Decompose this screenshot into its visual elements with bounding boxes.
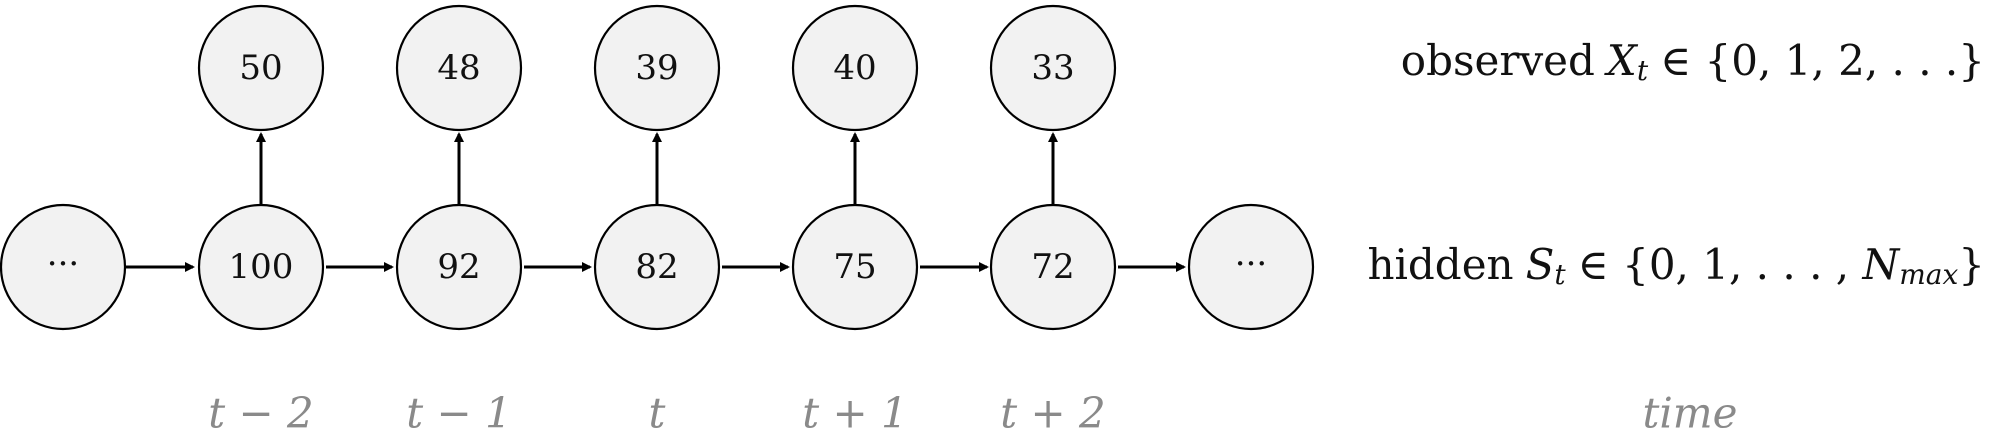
time-label: t − 2 bbox=[208, 389, 314, 433]
time-label: t − 1 bbox=[406, 389, 512, 433]
hidden-node-value: 92 bbox=[437, 247, 480, 287]
observed-node-value: 40 bbox=[833, 48, 876, 88]
hidden-node-value: 72 bbox=[1031, 247, 1074, 287]
hidden-nodes: ··· 100 92 82 75 72 ··· bbox=[0, 203, 1315, 331]
hidden-node-value: 100 bbox=[229, 247, 294, 287]
ellipsis-text: ··· bbox=[47, 244, 79, 284]
time-label: t + 1 bbox=[802, 389, 908, 433]
hidden-node: 100 bbox=[197, 203, 325, 331]
hidden-row-label: hidden St ∈ {0, 1, . . . , Nmax} bbox=[1367, 240, 1985, 291]
observed-node-value: 48 bbox=[437, 48, 480, 88]
observed-node: 50 bbox=[197, 4, 325, 132]
hidden-symbol: S bbox=[1526, 240, 1555, 289]
hidden-set-subscript: max bbox=[1899, 258, 1958, 291]
hidden-set-suffix: } bbox=[1958, 240, 1985, 289]
ellipsis-text: ··· bbox=[1235, 244, 1267, 284]
hidden-set-symbol: N bbox=[1861, 240, 1900, 289]
hidden-set-prefix: ∈ {0, 1, . . . , bbox=[1578, 240, 1863, 289]
time-label: t bbox=[649, 389, 666, 433]
hidden-word: hidden bbox=[1367, 240, 1513, 289]
time-label: t + 2 bbox=[1000, 389, 1106, 433]
observed-node: 33 bbox=[989, 4, 1117, 132]
hidden-node: 75 bbox=[791, 203, 919, 331]
hidden-node: 82 bbox=[593, 203, 721, 331]
emission-edges bbox=[256, 132, 1058, 205]
hidden-node: 72 bbox=[989, 203, 1117, 331]
hidden-node-ellipsis-right: ··· bbox=[1187, 203, 1315, 331]
time-axis-label: time bbox=[1643, 389, 1738, 433]
observed-node-value: 50 bbox=[239, 48, 282, 88]
observed-subscript: t bbox=[1637, 54, 1649, 87]
observed-nodes: 50 48 39 40 33 bbox=[197, 4, 1117, 132]
observed-node-value: 39 bbox=[635, 48, 678, 88]
observed-node: 39 bbox=[593, 4, 721, 132]
hidden-node-value: 82 bbox=[635, 247, 678, 287]
observed-symbol: X bbox=[1604, 36, 1639, 85]
observed-word: observed bbox=[1401, 36, 1595, 85]
time-labels: t − 2 t − 1 t t + 1 t + 2 time bbox=[208, 389, 1737, 433]
observed-node: 48 bbox=[395, 4, 523, 132]
hidden-node: 92 bbox=[395, 203, 523, 331]
hidden-subscript: t bbox=[1554, 258, 1566, 291]
hidden-node-ellipsis-left: ··· bbox=[0, 203, 127, 331]
observed-node: 40 bbox=[791, 4, 919, 132]
observed-set: ∈ {0, 1, 2, . . .} bbox=[1660, 36, 1985, 85]
hidden-node-value: 75 bbox=[833, 247, 876, 287]
observed-node-value: 33 bbox=[1031, 48, 1074, 88]
